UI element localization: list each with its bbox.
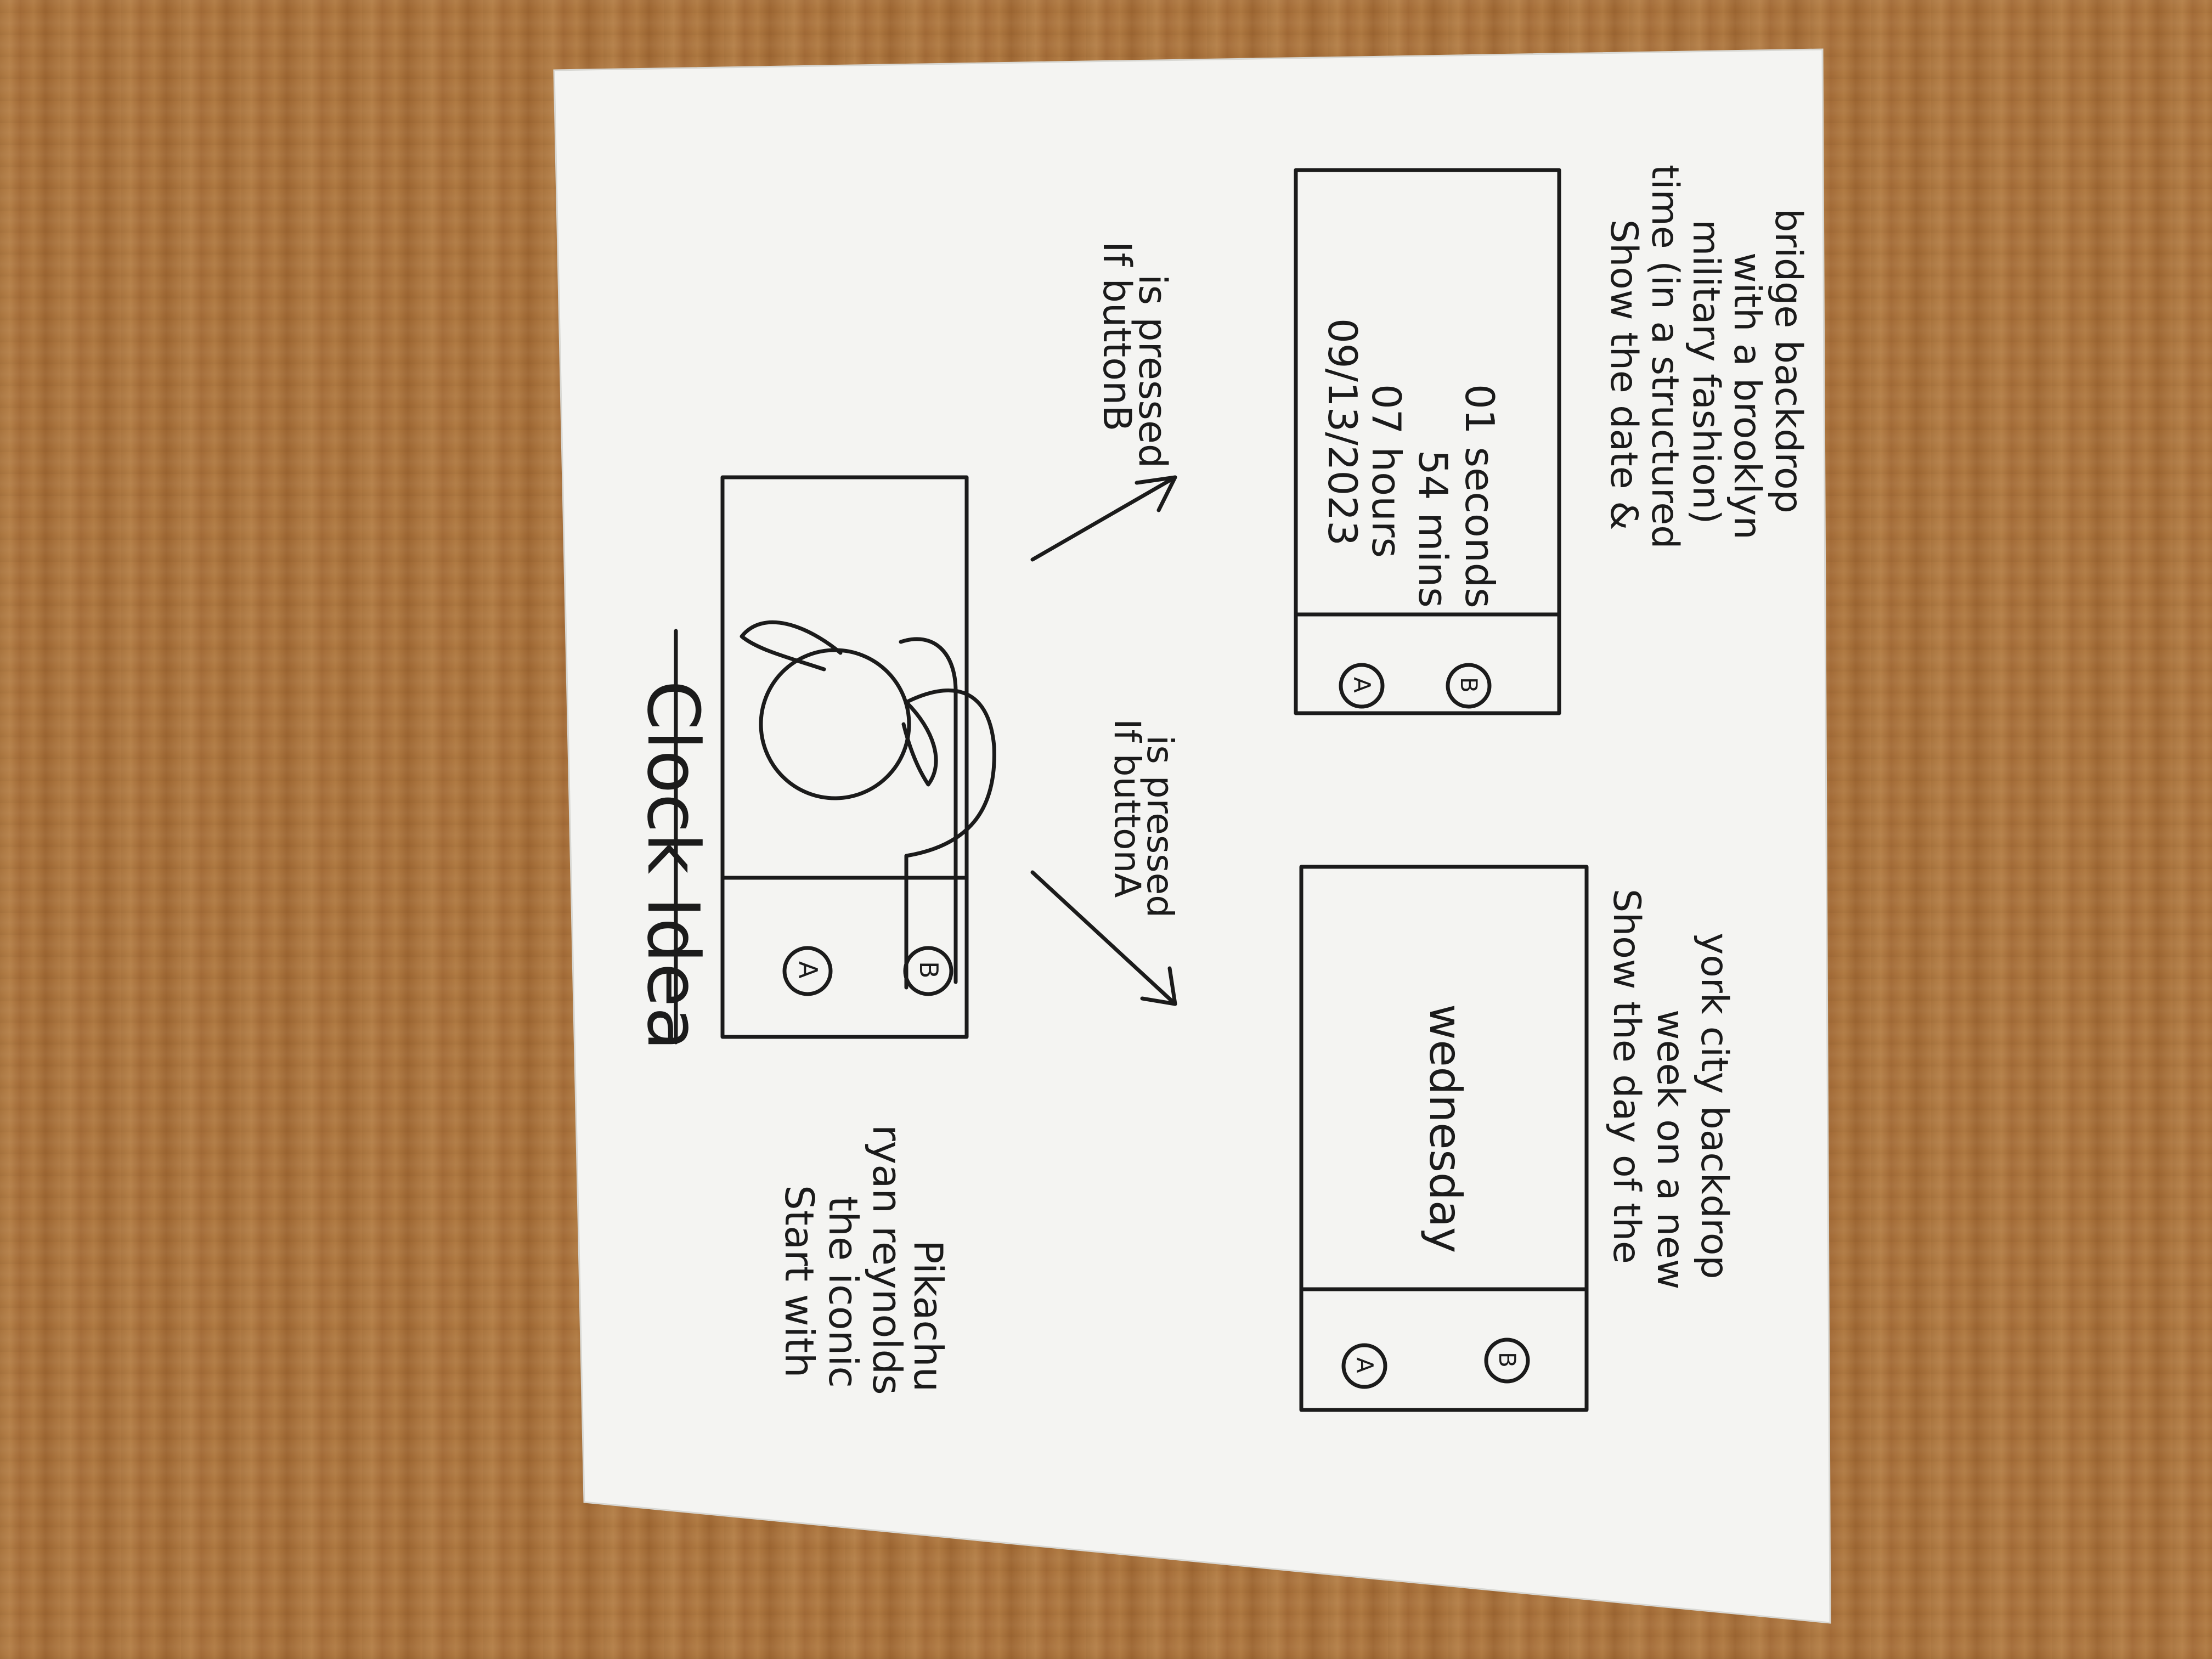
seconds-line: 01 seconds <box>1457 384 1503 608</box>
svg-text:Start with: Start with <box>776 1185 822 1378</box>
svg-text:Pikachu: Pikachu <box>905 1240 951 1392</box>
svg-text:is pressed: is pressed <box>1139 735 1181 918</box>
button-b-icon[interactable] <box>1484 1338 1530 1384</box>
svg-text:is pressed: is pressed <box>1130 274 1175 468</box>
date-line: 09/13/2023 <box>1319 318 1365 546</box>
button-b-icon[interactable] <box>1446 663 1492 709</box>
svg-text:If buttonB: If buttonB <box>1094 241 1139 431</box>
svg-text:Show the date &: Show the date & <box>1602 219 1645 530</box>
pikachu-sketch <box>740 620 996 990</box>
screen-day: A B wednesday <box>1299 865 1589 1412</box>
datetime-note: Show the date & time (in a structured mi… <box>1602 165 1810 549</box>
svg-text:with a brooklyn: with a brooklyn <box>1725 252 1769 540</box>
mins-line: 54 mins <box>1410 450 1456 608</box>
day-note: Show the day of the week on a new york c… <box>1605 889 1736 1289</box>
arrow-to-day <box>1030 870 1177 1006</box>
arrow-to-datetime <box>1030 475 1177 562</box>
screen-datetime: A B 09/13/2023 07 hours 54 mins 01 secon… <box>1294 168 1561 715</box>
button-b-label: B <box>1494 1352 1521 1368</box>
hours-line: 07 hours <box>1363 384 1409 558</box>
button-a-label: A <box>1348 677 1375 693</box>
button-a-icon[interactable] <box>1341 1343 1387 1389</box>
button-b-label: B <box>914 961 944 979</box>
button-a-label: A <box>793 961 823 979</box>
svg-text:week on a new: week on a new <box>1649 1009 1692 1289</box>
button-b-label: B <box>1455 677 1482 693</box>
button-a-label: A <box>1351 1357 1378 1373</box>
svg-text:york city backdrop: york city backdrop <box>1692 933 1736 1279</box>
svg-text:ryan reynolds: ryan reynolds <box>864 1125 910 1395</box>
paper-sheet <box>553 48 1831 1624</box>
arrow-b-label: If buttonB is pressed <box>1094 241 1175 468</box>
svg-text:the iconic: the iconic <box>820 1196 866 1388</box>
day-display: wednesday <box>1420 1004 1471 1253</box>
screen-start: A B <box>720 475 996 1039</box>
svg-text:time (in a structured: time (in a structured <box>1643 165 1686 549</box>
svg-text:Show the day of the: Show the day of the <box>1605 889 1648 1264</box>
svg-text:military fashion): military fashion) <box>1684 219 1728 524</box>
intro-note: Start with the iconic ryan reynolds Pika… <box>776 1125 951 1395</box>
title: Clock Idea <box>631 680 715 1051</box>
svg-text:If buttonA: If buttonA <box>1106 719 1148 898</box>
button-a-icon[interactable] <box>782 946 833 996</box>
button-a-icon[interactable] <box>1339 663 1385 709</box>
arrow-a-label: If buttonA is pressed <box>1106 719 1181 918</box>
svg-text:bridge backdrop: bridge backdrop <box>1767 208 1810 514</box>
